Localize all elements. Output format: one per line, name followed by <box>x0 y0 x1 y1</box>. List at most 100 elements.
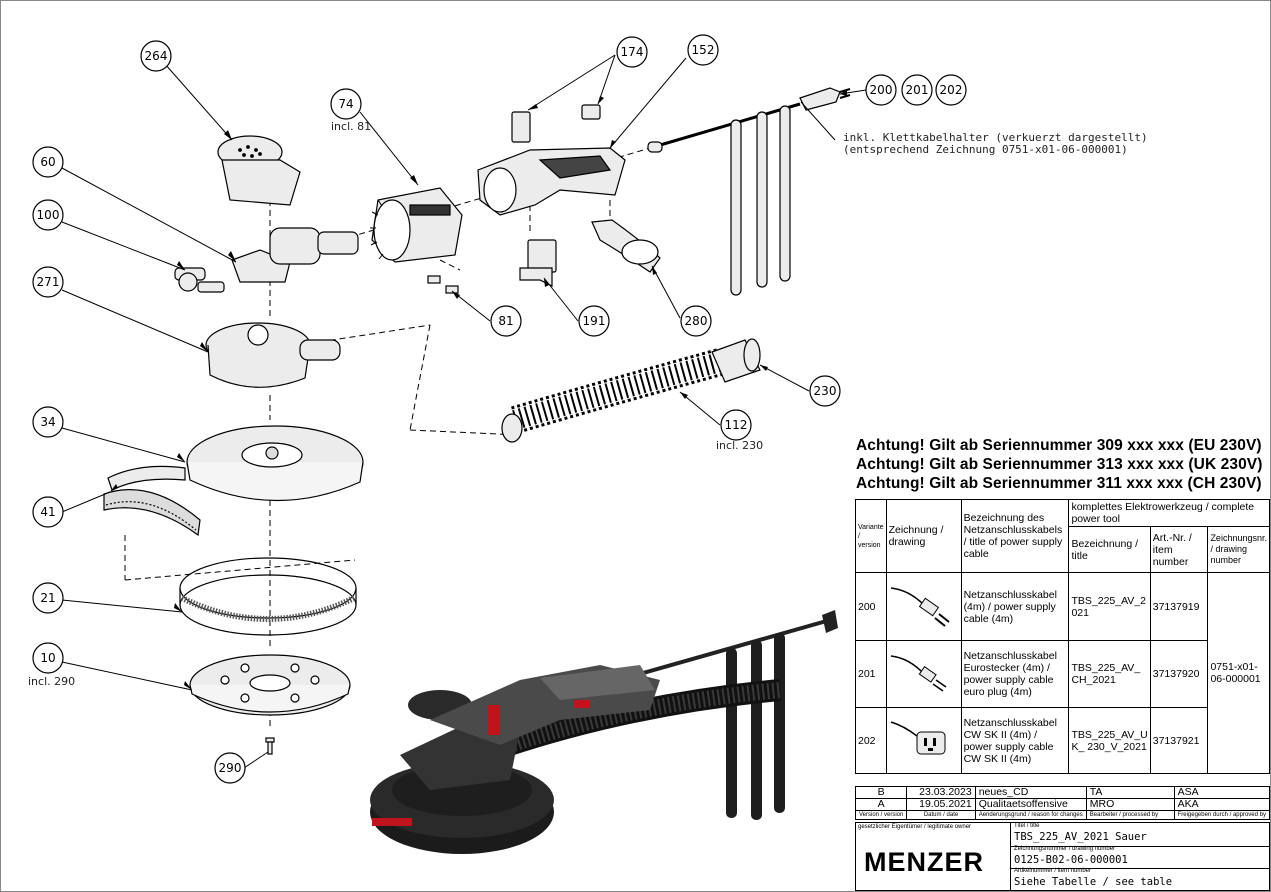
callout-200: 200 <box>870 83 893 97</box>
item-number-cell: 37137920 <box>1149 640 1209 708</box>
cable-title-cell: Netzanschlusskabel CW SK II (4m) / power… <box>960 707 1070 774</box>
leader-lines <box>61 54 867 769</box>
callout-290: 290 <box>219 761 242 775</box>
drawing-number-label: Zeichnungsnummer / drawing number <box>1014 846 1116 852</box>
title-block-divider <box>1010 823 1011 890</box>
rev-letter: B <box>854 786 908 799</box>
rev-header-approved: Freigegeben durch / approved by <box>1173 810 1271 820</box>
item-number-cell: 37137921 <box>1149 707 1209 774</box>
rev-header-version: Version / version <box>854 810 908 820</box>
owner-label: gesetzlicher Eigentümer / legitimate own… <box>858 824 972 830</box>
title-value: TBS_225_AV_2021 Sauer <box>1014 831 1147 843</box>
variant-cell: 202 <box>855 707 887 774</box>
callout-81: 81 <box>498 314 513 328</box>
callout-280: 280 <box>685 314 708 328</box>
callout-10: 10 <box>40 651 55 665</box>
cable-title-cell: Netzanschlusskabel (4m) / power supply c… <box>960 572 1070 641</box>
rev-reason: neues_CD <box>974 786 1087 799</box>
revision-row: B 23.03.2023 neues_CD TA ASA <box>854 786 1271 799</box>
drawing-number-field: Zeichnungsnummer / drawing number 0125-B… <box>1011 846 1269 869</box>
rev-processed-by: MRO <box>1085 798 1175 811</box>
table-row: 201 Netzanschlusskabel Eurostecker (4m) … <box>855 640 1270 708</box>
cable-drawing-eu <box>885 572 962 641</box>
item-number-value: Siehe Tabelle / see table <box>1014 876 1173 888</box>
variants-table: Variante / version Zeichnung / drawing B… <box>855 499 1270 774</box>
title-cell: TBS_225_AV_ CH_2021 <box>1068 640 1151 708</box>
cable-note-line1: inkl. Klettkabelhalter (verkuerzt darges… <box>843 131 1148 144</box>
part-clips <box>427 275 459 294</box>
part-suction-hose <box>501 348 724 443</box>
callout-60: 60 <box>40 155 55 169</box>
callout-100: 100 <box>37 208 60 222</box>
table-row: 202 Netzanschlusskabel CW SK II (4m) / p… <box>855 707 1270 774</box>
part-motor <box>370 187 463 263</box>
eu-plug-icon <box>890 587 950 627</box>
revision-header-row: Version / version Datum / date Aenderung… <box>854 810 1271 820</box>
header-drawing-number: Zeichnungsnr. / drawing number <box>1207 526 1270 573</box>
header-complete-tool: komplettes Elektrowerkzeug / complete po… <box>1068 499 1270 527</box>
rev-date: 23.03.2023 <box>906 786 976 799</box>
callout-174: 174 <box>621 45 644 59</box>
title-block: gesetzlicher Eigentümer / legitimate own… <box>855 822 1270 891</box>
rev-processed-by: TA <box>1085 786 1175 799</box>
header-item-number: Art.-Nr. / item number <box>1149 526 1209 573</box>
callout-264: 264 <box>145 49 168 63</box>
drawing-number-cell: 0751-x01- 06-000001 <box>1207 572 1270 774</box>
rev-approved-by: ASA <box>1173 786 1271 799</box>
part-switch-bracket <box>519 239 557 287</box>
revision-table: B 23.03.2023 neues_CD TA ASA A 19.05.202… <box>854 786 1271 820</box>
uk-plug-icon <box>890 721 946 755</box>
revision-row: A 19.05.2021 Qualitaetsoffensive MRO AKA <box>854 798 1271 811</box>
header-drawing: Zeichnung / drawing <box>885 499 962 573</box>
callout-41: 41 <box>40 505 55 519</box>
part-switches <box>511 104 601 143</box>
part-head-housing <box>205 322 341 388</box>
cable-note-line2: (entsprechend Zeichnung 0751-x01-06-0000… <box>843 143 1128 156</box>
cable-drawing-uk <box>885 707 962 774</box>
part-gear-housing <box>231 227 359 283</box>
callout-112: 112 <box>725 418 748 432</box>
incl-note-74: incl. 81 <box>331 120 371 133</box>
menzer-logo: MENZER <box>864 847 984 877</box>
table-row: 200 Netzanschlusskabel (4m) / power supp… <box>855 572 1270 774</box>
part-brush-ring <box>179 557 357 636</box>
warning-uk: Achtung! Gilt ab Seriennummer 313 xxx xx… <box>856 456 1263 473</box>
callout-circles <box>32 34 967 784</box>
incl-note-10: incl. 290 <box>28 675 75 688</box>
item-number-field: Artikelnummer / item number Siehe Tabell… <box>1011 868 1269 891</box>
item-number-cell: 37137919 <box>1149 572 1209 641</box>
leader-arrowheads <box>110 90 847 690</box>
header-title: Bezeichnung / title <box>1068 526 1151 573</box>
rev-approved-by: AKA <box>1173 798 1271 811</box>
part-sanding-pad <box>189 654 351 716</box>
drawing-number-value: 0125-B02-06-000001 <box>1014 854 1128 866</box>
warning-ch: Achtung! Gilt ab Seriennummer 311 xxx xx… <box>856 475 1262 492</box>
part-handle-housing <box>477 147 626 216</box>
header-variant: Variante / version <box>855 499 887 573</box>
callout-34: 34 <box>40 415 55 429</box>
part-cable-clamp <box>591 219 661 273</box>
rev-header-reason: Aenderungsgrund / reason for changes <box>974 810 1087 820</box>
part-power-cable <box>647 87 851 296</box>
cable-title-cell: Netzanschlusskabel Eurostecker (4m) / po… <box>960 640 1070 708</box>
callout-202: 202 <box>940 83 963 97</box>
warning-eu: Achtung! Gilt ab Seriennummer 309 xxx xx… <box>856 437 1262 454</box>
callout-271: 271 <box>37 275 60 289</box>
callout-230: 230 <box>814 384 837 398</box>
rev-header-date: Datum / date <box>906 810 976 820</box>
rev-letter: A <box>854 798 908 811</box>
title-cell: TBS_225_AV_U K_ 230_V_2021 <box>1068 707 1151 774</box>
callout-152: 152 <box>692 43 715 57</box>
rev-reason: Qualitaetsoffensive <box>974 798 1087 811</box>
incl-note-112: incl. 230 <box>716 439 763 452</box>
euro-plug-icon <box>890 654 946 692</box>
rev-header-processed: Bearbeiter / processed by <box>1085 810 1175 820</box>
rev-date: 19.05.2021 <box>906 798 976 811</box>
item-number-label: Artikelnummer / item number <box>1014 868 1092 874</box>
variant-cell: 200 <box>855 572 887 641</box>
cable-drawing-euro <box>885 640 962 708</box>
callout-191: 191 <box>583 314 606 328</box>
title-cell: TBS_225_AV_2 021 <box>1068 572 1151 641</box>
assembled-sander-picture <box>370 610 838 854</box>
